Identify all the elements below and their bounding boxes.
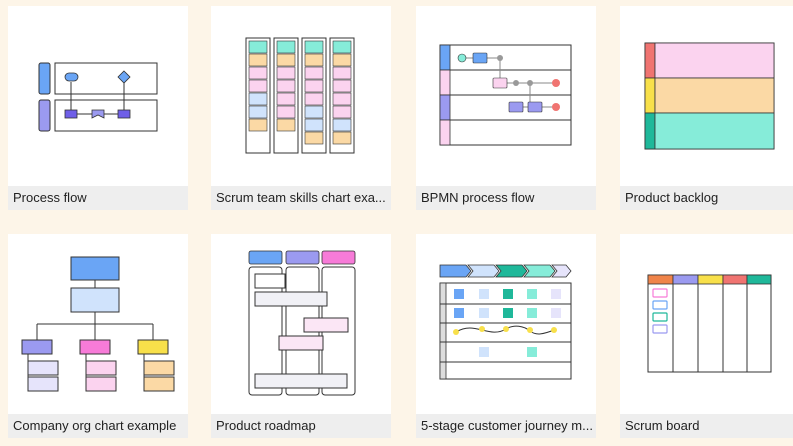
- journey-map-thumbnail: [416, 234, 596, 414]
- template-title: BPMN process flow: [416, 186, 596, 210]
- template-card-product-backlog[interactable]: Product backlog: [620, 6, 793, 210]
- template-card-company-org-chart[interactable]: Company org chart example: [8, 234, 188, 438]
- template-card-process-flow[interactable]: Process flow: [8, 6, 188, 210]
- template-title: Company org chart example: [8, 414, 188, 438]
- roadmap-thumbnail: [211, 234, 391, 414]
- template-title: Scrum board: [620, 414, 793, 438]
- backlog-thumbnail: [620, 6, 793, 186]
- template-card-customer-journey-map[interactable]: 5-stage customer journey m...: [416, 234, 596, 438]
- bpmn-thumbnail: [416, 6, 596, 186]
- template-title: Scrum team skills chart exa...: [211, 186, 391, 210]
- org-chart-thumbnail: [8, 234, 188, 414]
- template-title: 5-stage customer journey m...: [416, 414, 596, 438]
- template-card-scrum-skills-chart[interactable]: Scrum team skills chart exa...: [211, 6, 391, 210]
- template-title: Product backlog: [620, 186, 793, 210]
- process-flow-thumbnail: [8, 6, 188, 186]
- template-card-scrum-board[interactable]: Scrum board: [620, 234, 793, 438]
- skills-chart-thumbnail: [211, 6, 391, 186]
- template-card-product-roadmap[interactable]: Product roadmap: [211, 234, 391, 438]
- template-title: Process flow: [8, 186, 188, 210]
- template-card-bpmn-process-flow[interactable]: BPMN process flow: [416, 6, 596, 210]
- template-title: Product roadmap: [211, 414, 391, 438]
- scrum-board-thumbnail: [620, 234, 793, 414]
